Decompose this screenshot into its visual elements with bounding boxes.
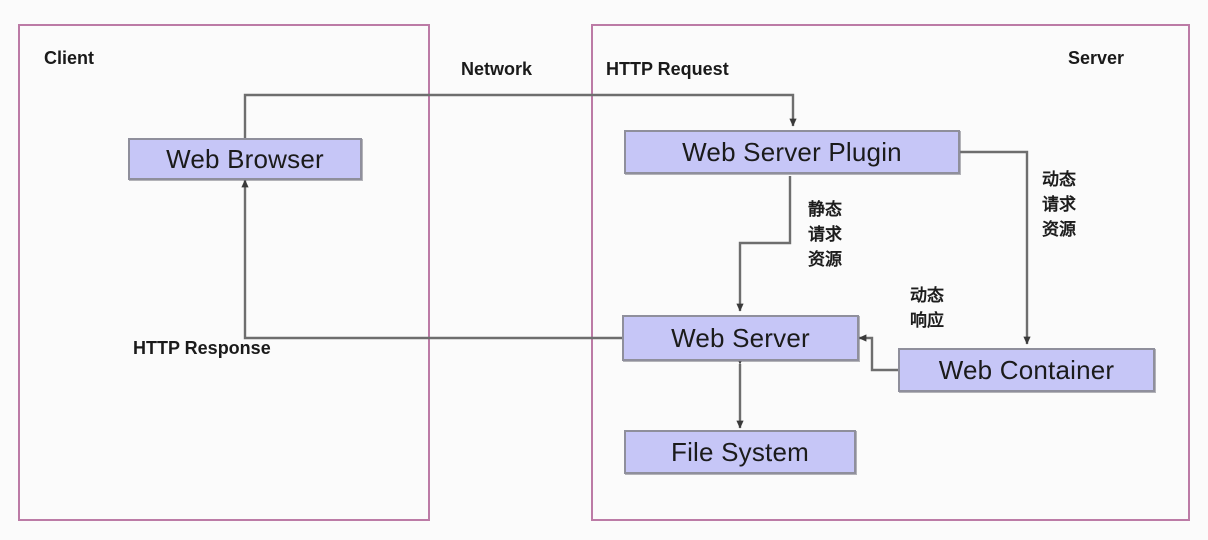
edge-dynamic-request: [960, 150, 1031, 345]
node-web-browser-label: Web Browser: [166, 143, 324, 174]
zone-client: [18, 24, 430, 521]
zone-client-label: Client: [44, 48, 95, 68]
edge-dynamic-response: [858, 334, 898, 372]
edge-http-response: [241, 179, 622, 340]
node-web-server[interactable]: Web Server: [622, 315, 859, 361]
edge-http-request: [243, 93, 797, 138]
node-web-server-plugin-label: Web Server Plugin: [682, 136, 902, 167]
edge-label-dynamic-request: 动态 请求 资源: [1042, 170, 1076, 239]
edge-label-http-response: HTTP Response: [133, 338, 271, 358]
zone-server-label: Server: [1068, 48, 1125, 68]
node-file-system-label: File System: [670, 436, 809, 467]
node-web-browser[interactable]: Web Browser: [128, 138, 362, 180]
edge-static-request: [736, 176, 792, 312]
edge-label-static-request: 静态 请求 资源: [808, 200, 842, 269]
node-web-container-label: Web Container: [938, 354, 1115, 385]
node-web-container[interactable]: Web Container: [898, 348, 1155, 392]
node-file-system[interactable]: File System: [624, 430, 856, 474]
node-web-server-plugin[interactable]: Web Server Plugin: [624, 130, 960, 174]
edge-label-dynamic-response: 动态 响应: [910, 286, 944, 330]
edge-label-http-request: HTTP Request: [606, 59, 729, 79]
zone-server: [591, 24, 1190, 521]
node-web-server-label: Web Server: [671, 322, 810, 353]
edge-label-network: Network: [461, 59, 533, 79]
